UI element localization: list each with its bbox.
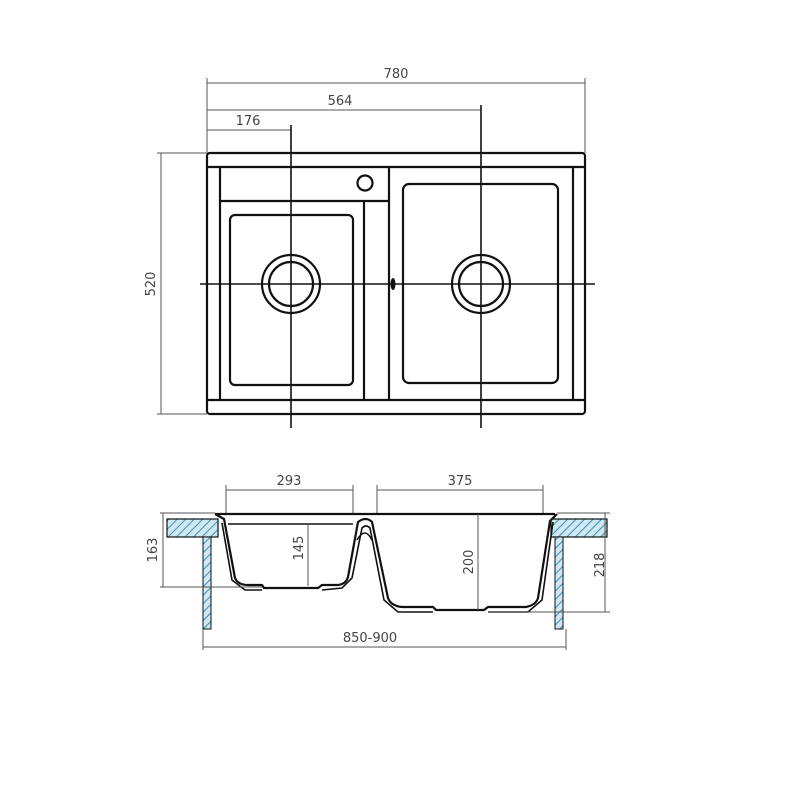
dimension-163: 163 xyxy=(146,512,262,588)
dimension-label: 520 xyxy=(144,272,159,297)
section-view: 293 375 145 200 xyxy=(146,474,610,650)
top-view: 780 564 176 520 xyxy=(144,67,595,428)
dimension-520: 520 xyxy=(144,152,207,415)
dimension-145: 145 xyxy=(292,524,309,586)
dimension-label: 176 xyxy=(236,114,261,129)
countertop-right xyxy=(550,518,608,538)
cabinet-wall-right xyxy=(554,536,564,630)
dimension-293: 293 xyxy=(225,474,354,515)
cabinet-wall-left xyxy=(202,536,212,630)
tap-hole-icon xyxy=(356,174,374,192)
dimension-780: 780 xyxy=(206,67,586,153)
dimension-176: 176 xyxy=(207,114,291,131)
dimension-850-900: 850-900 xyxy=(202,629,567,650)
dimension-label: 850-900 xyxy=(343,631,397,646)
dimension-label: 564 xyxy=(328,94,353,109)
dimension-375: 375 xyxy=(376,474,544,515)
sink-profile xyxy=(214,512,558,613)
dimension-label: 293 xyxy=(277,474,302,489)
dimension-label: 218 xyxy=(593,553,608,578)
dimension-label: 375 xyxy=(448,474,473,489)
dimension-564: 564 xyxy=(207,94,481,111)
dimension-label: 200 xyxy=(462,550,477,575)
dimension-218: 218 xyxy=(488,512,610,613)
dimension-label: 145 xyxy=(292,536,307,561)
dimension-200: 200 xyxy=(462,514,479,610)
countertop-left xyxy=(166,518,219,538)
dimension-label: 780 xyxy=(384,67,409,82)
dimension-label: 163 xyxy=(146,538,161,563)
